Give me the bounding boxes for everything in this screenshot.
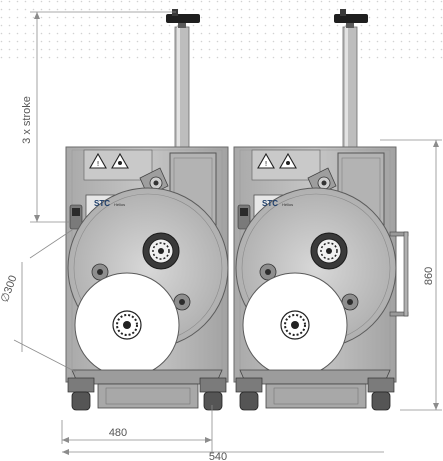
brand-label: STC [94, 199, 110, 208]
model-label: Hélios [282, 202, 293, 207]
width-single-dimension-label: 480 [109, 427, 127, 439]
machine-unit-right: STC Hélios [233, 8, 409, 411]
diameter-dimension-label: ∅300 [0, 274, 20, 304]
width-total-dimension-label: 540 [209, 451, 227, 461]
height-dimension-label: 860 [423, 267, 435, 285]
dot-grid-background [0, 0, 443, 60]
machine-unit-left: STC Hélios [65, 8, 229, 411]
stroke-dimension-label: 3 x stroke [21, 96, 33, 144]
model-label: Hélios [114, 202, 125, 207]
dimension-lines [13, 11, 442, 453]
brand-label: STC [262, 199, 278, 208]
dimension-arrows [34, 12, 439, 455]
